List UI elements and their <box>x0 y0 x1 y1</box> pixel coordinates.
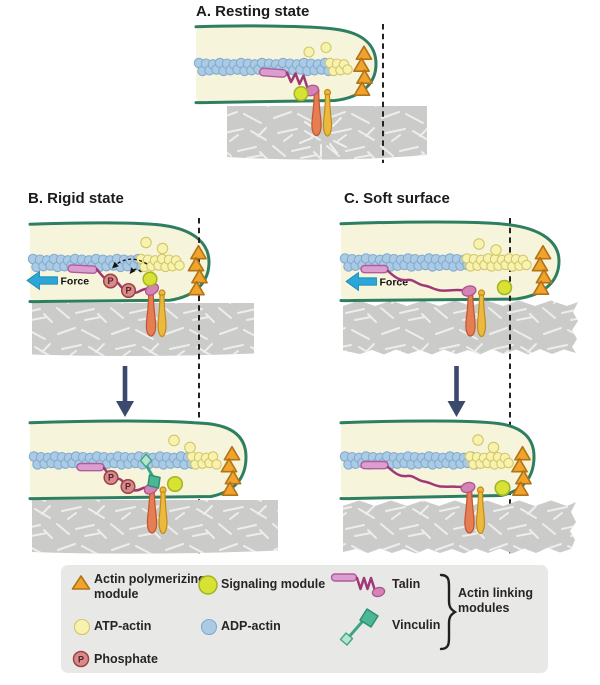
legend-label: Talin <box>392 577 421 591</box>
talin-rod <box>76 462 105 472</box>
phosphate-label: P <box>78 654 84 664</box>
phosphate: P <box>102 273 119 289</box>
talin-spring <box>285 71 311 91</box>
panel-a-title: A. Resting state <box>196 3 310 20</box>
phosphate: P <box>120 282 137 299</box>
panel-b-bottom: P P <box>28 419 278 554</box>
atp-actin-monomer <box>521 259 532 271</box>
signaling-module <box>293 86 309 102</box>
atp-actin-monomer <box>503 457 514 469</box>
actin-filament <box>339 253 532 272</box>
atp-actin-monomer <box>156 242 169 255</box>
transition-arrow-c <box>447 366 466 417</box>
atp-actin-monomer <box>490 244 502 256</box>
signaling-dashed-arrow <box>112 258 148 274</box>
phosphate-label: P <box>108 473 114 483</box>
talin-rod <box>360 460 389 470</box>
panel-b-title: B. Rigid state <box>28 190 124 207</box>
phosphate: P <box>103 469 119 486</box>
atp-actin-icon <box>73 618 91 636</box>
phosphate-label: P <box>125 286 131 296</box>
legend-label: ATP-actin <box>94 619 152 633</box>
signaling-module <box>166 475 184 493</box>
cell-membrane <box>28 419 248 501</box>
phosphate-label: P <box>107 276 113 286</box>
panel-c-bottom <box>339 419 576 554</box>
talin-rod <box>360 264 389 274</box>
legend-label: Signaling module <box>221 577 326 591</box>
actin-filament <box>27 253 185 273</box>
force-label: Force <box>61 275 90 287</box>
phosphate: P <box>120 478 136 495</box>
panel-a <box>193 24 427 163</box>
vinculin-icon <box>339 608 379 646</box>
vinculin <box>139 453 161 489</box>
substrate-burst <box>299 117 347 157</box>
signaling-module <box>494 479 511 497</box>
legend-label: ADP-actin <box>221 619 281 633</box>
legend-label: Vinculin <box>392 618 441 632</box>
force-label: Force <box>380 276 409 288</box>
atp-actin-monomer <box>168 434 180 447</box>
cell-membrane <box>28 221 211 304</box>
atp-actin-monomer <box>473 238 485 250</box>
atp-actin-monomer <box>184 441 196 454</box>
adp-actin-icon <box>200 618 218 636</box>
force-arrow: Force <box>26 270 90 291</box>
cell-membrane <box>339 419 536 501</box>
panel-c-top: Force <box>339 218 578 556</box>
phosphate-label: P <box>125 482 131 492</box>
atp-actin-monomer <box>342 64 353 75</box>
transition-arrow-b <box>116 366 134 417</box>
brace <box>439 573 458 651</box>
talin-rod <box>67 264 98 274</box>
actin-filament <box>193 57 353 77</box>
signaling-module-icon <box>198 575 218 595</box>
actin-filament <box>28 451 222 470</box>
cell-membrane <box>339 220 561 303</box>
atp-actin-monomer <box>211 459 222 470</box>
legend-group-label: Actin linking modules <box>458 586 533 615</box>
legend-label: Phosphate <box>94 652 158 666</box>
talin-head <box>461 285 477 297</box>
actin-polymerizing-module-icon <box>71 575 91 590</box>
cell-membrane <box>194 24 378 105</box>
talin-icon <box>330 573 386 598</box>
talin-rod <box>258 67 288 78</box>
talin-stretched <box>386 269 468 292</box>
signaling-module <box>496 279 513 296</box>
legend-box: Actin polymerizing module Signaling modu… <box>61 565 548 673</box>
atp-actin-monomer <box>320 41 332 54</box>
panel-c-title: C. Soft surface <box>344 190 450 207</box>
talin-stretched <box>386 465 467 489</box>
atp-actin-monomer <box>174 260 185 271</box>
atp-actin-monomer <box>472 434 484 446</box>
atp-actin-monomer <box>303 46 315 58</box>
signaling-module <box>142 271 158 287</box>
atp-actin-monomer <box>140 236 152 249</box>
phosphate-icon: P <box>72 650 90 668</box>
atp-actin-monomer <box>487 441 500 454</box>
talin-head <box>460 481 476 494</box>
legend-label: Actin polymerizing module <box>94 572 206 601</box>
panel-b-top: Force P P <box>26 218 254 555</box>
